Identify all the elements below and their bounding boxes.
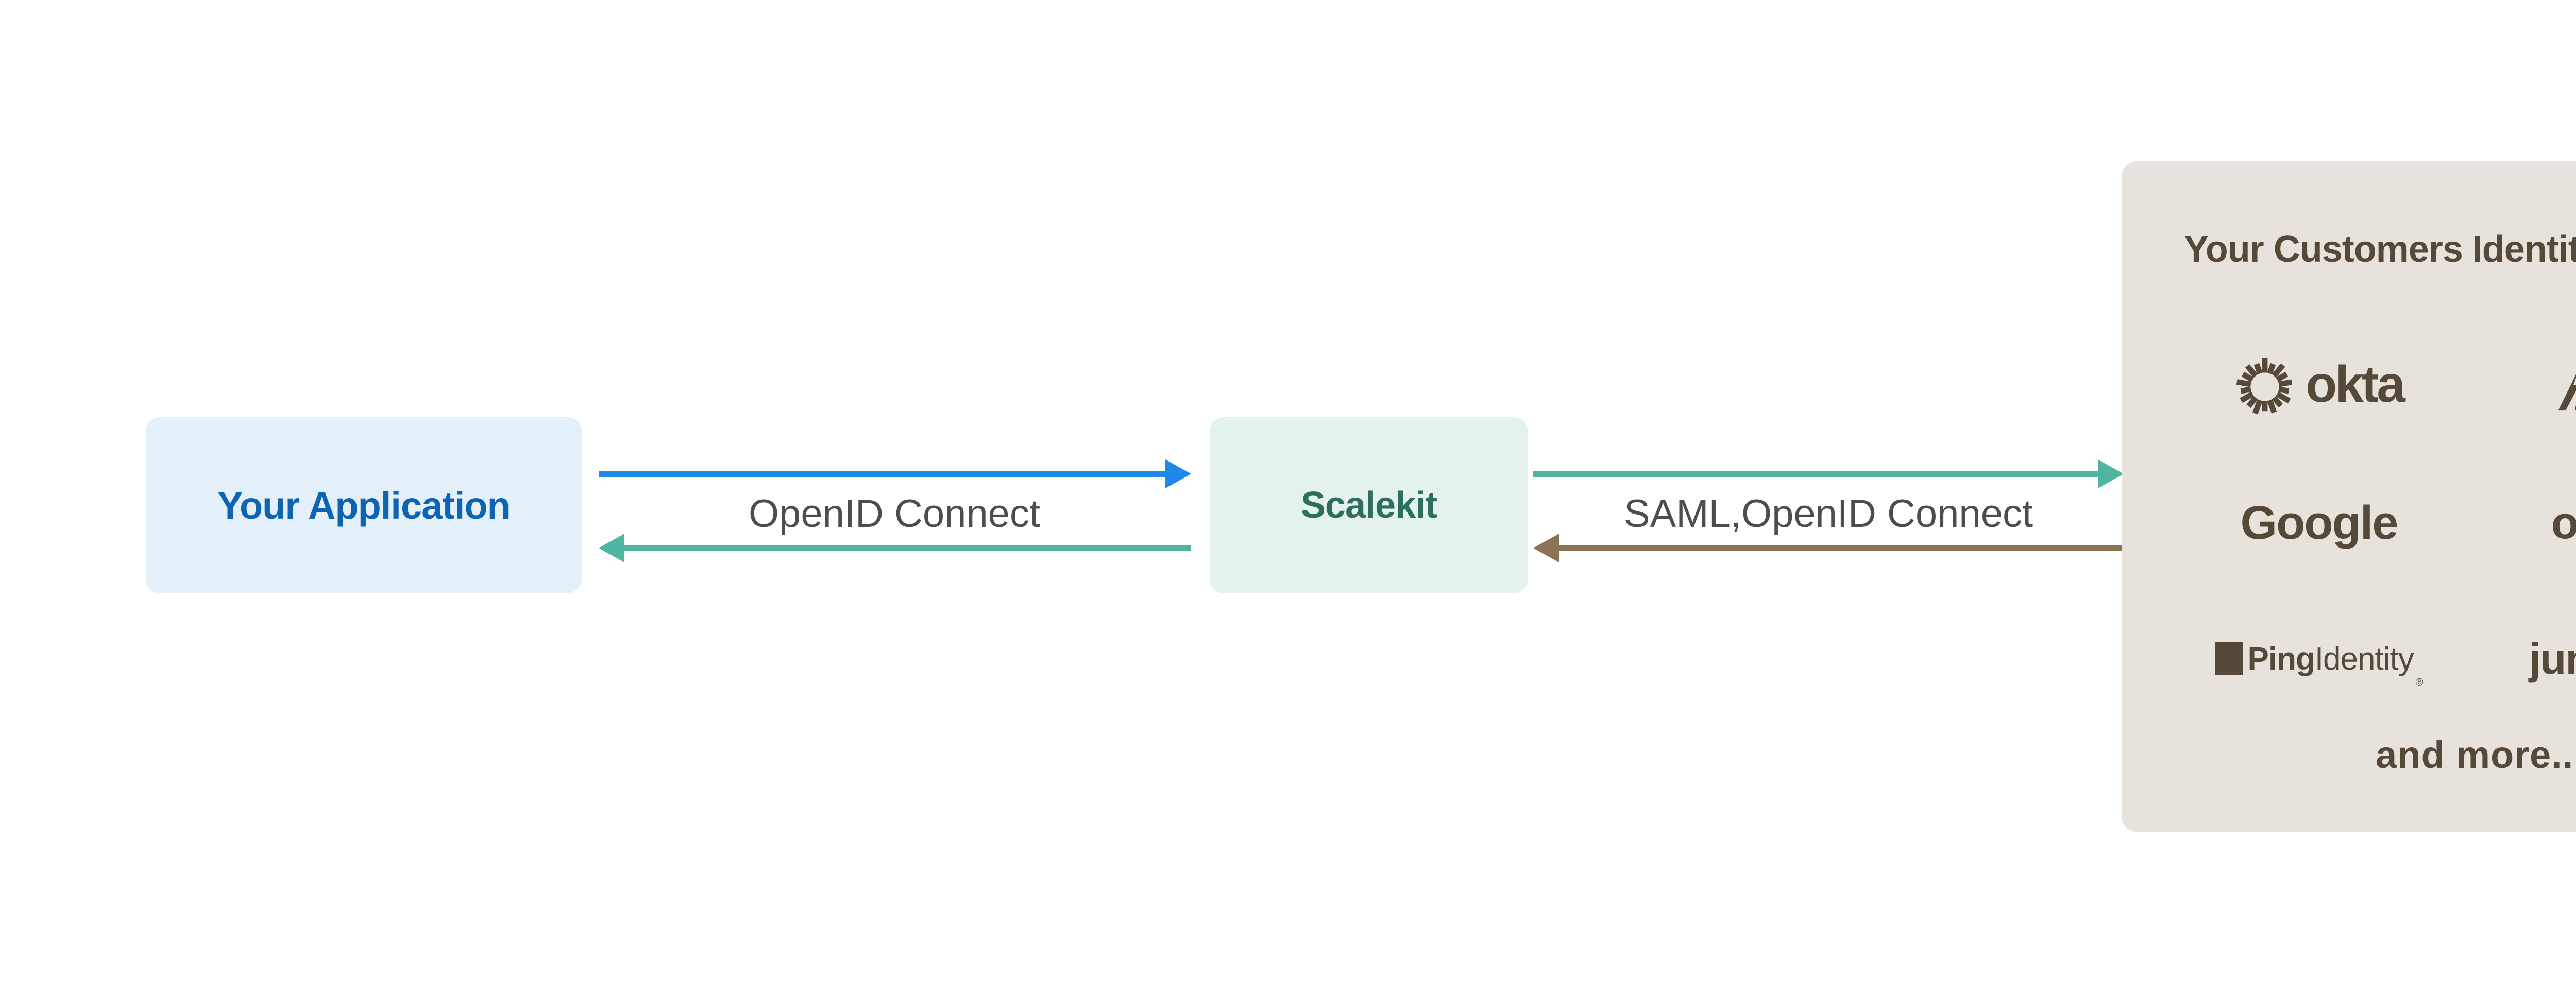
your-application-label: Your Application — [217, 484, 511, 527]
okta-logo: okta — [2158, 343, 2480, 431]
node-scalekit: Scalekit — [1210, 417, 1528, 593]
label-saml-openid-connect: SAML,OpenID Connect — [1623, 492, 2033, 536]
identity-providers-panel: Your Customers Identity Providers — [2122, 161, 2576, 832]
arrowhead-app-to-scalekit — [1165, 459, 1191, 488]
ping-wordmark-regular: Identity — [2314, 641, 2414, 677]
arrowhead-scalekit-to-idp — [2098, 459, 2124, 488]
google-wordmark: Google — [2240, 496, 2399, 549]
and-more-label: and more... — [2376, 733, 2576, 776]
jumpcloud-logo: jumpcloud ™ — [2480, 614, 2576, 703]
ping-square-icon — [2214, 642, 2243, 675]
pingidentity-logo: Ping Identity ® — [2158, 614, 2480, 703]
label-openid-connect: OpenID Connect — [748, 492, 1041, 536]
okta-starburst-icon — [2236, 358, 2293, 415]
arrowhead-idp-to-scalekit — [1533, 534, 1559, 562]
ping-registered-mark: ® — [2415, 677, 2424, 688]
okta-wordmark: okta — [2306, 355, 2405, 413]
azure-triangle-icon — [2558, 374, 2576, 411]
onelogin-wordmark: onelogin — [2551, 497, 2576, 548]
azure-logo: Azure — [2480, 343, 2576, 431]
provider-logo-grid: okta Azure Google onelogin Ping — [2158, 343, 2576, 703]
google-logo: Google — [2158, 479, 2480, 567]
node-your-application: Your Application — [146, 417, 582, 593]
panel-title: Your Customers Identity Providers — [2184, 229, 2576, 270]
jumpcloud-wordmark: jumpcloud — [2529, 634, 2576, 683]
scalekit-label: Scalekit — [1300, 485, 1437, 526]
onelogin-logo: onelogin — [2480, 479, 2576, 567]
arrowhead-scalekit-to-app — [599, 534, 624, 562]
ping-wordmark-bold: Ping — [2247, 641, 2315, 677]
